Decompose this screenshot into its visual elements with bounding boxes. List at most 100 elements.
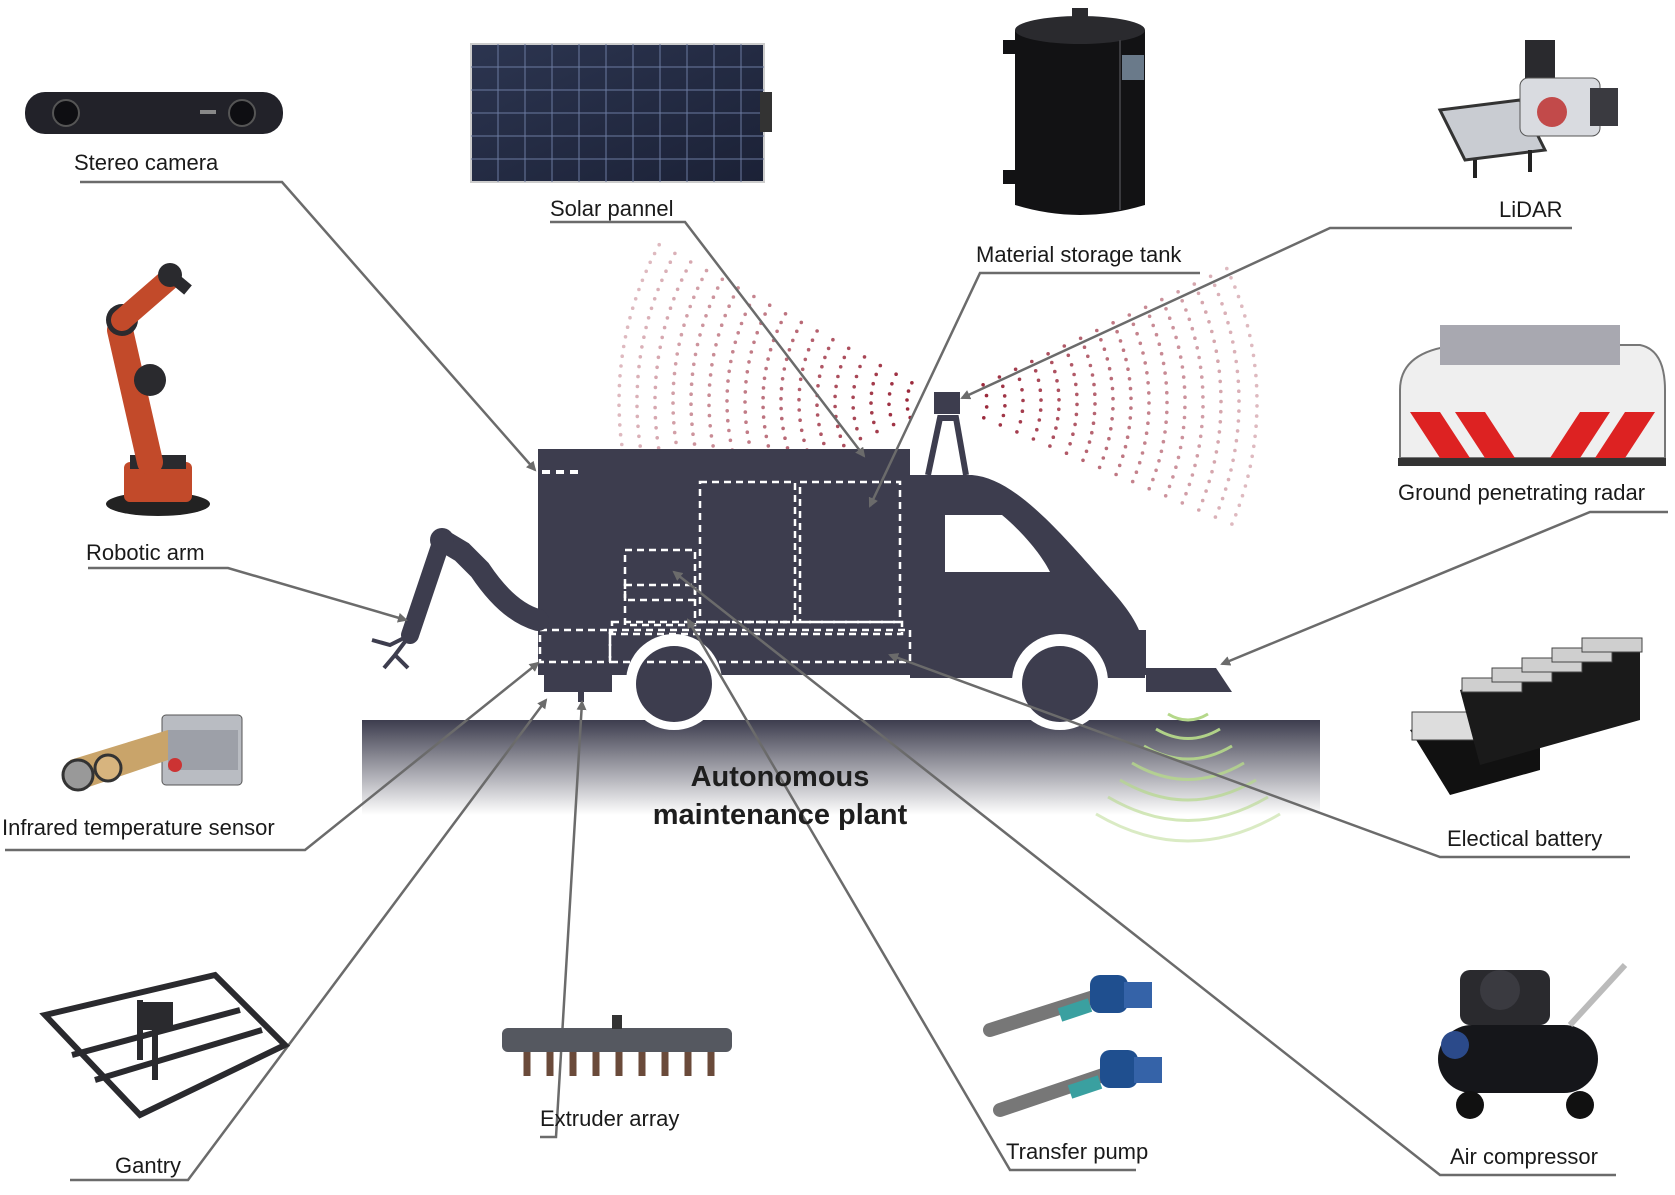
lidar-dot: [1201, 405, 1205, 409]
label-infrared-temperature-sensor: Infrared temperature sensor: [2, 815, 275, 840]
lidar-dot: [1131, 322, 1136, 327]
lidar-dot: [747, 440, 751, 444]
lidar-dot: [891, 422, 896, 427]
lidar-dot: [762, 376, 767, 381]
lidar-dot: [655, 365, 659, 370]
lidar-dot: [797, 387, 802, 392]
ground-band: [362, 720, 1320, 815]
lidar-dot: [1243, 484, 1248, 488]
lidar-dot: [1066, 353, 1071, 358]
robotic-arm-icon: [106, 263, 210, 516]
lidar-dot: [1207, 479, 1211, 484]
lidar-dot: [1064, 451, 1069, 456]
lidar-dot: [648, 260, 652, 265]
lidar-dot: [731, 295, 736, 299]
lidar-dot: [1055, 416, 1060, 421]
lidar-dot: [787, 348, 792, 352]
lidar-dot: [1245, 323, 1250, 328]
lidar-dot: [1039, 398, 1043, 402]
lidar-dot: [716, 333, 721, 337]
radar-waves: [1095, 712, 1281, 843]
lidar-dot: [1254, 414, 1259, 418]
lidar-dot: [1254, 424, 1258, 429]
lidar-dot: [1123, 444, 1128, 449]
gpr-icon: [1398, 325, 1666, 466]
lidar-dot: [823, 355, 827, 360]
lidar-dot: [1097, 465, 1102, 470]
lidar-dot: [752, 294, 756, 299]
lidar-dot: [817, 374, 822, 379]
lidar-dot: [1090, 373, 1095, 377]
lidar-dot: [1075, 392, 1079, 397]
lidar-dot: [835, 424, 840, 429]
lidar-dot: [1182, 415, 1187, 420]
lidar-dot: [672, 421, 676, 425]
lidar-dot: [1219, 409, 1223, 414]
lidar-dot: [1230, 522, 1234, 526]
lidar-dot: [692, 362, 696, 367]
lidar-dot: [1178, 355, 1183, 359]
lidar-dot: [1164, 307, 1168, 311]
lidar-dot: [1198, 365, 1203, 370]
lidar-dot: [815, 413, 820, 417]
lidar-dot: [695, 342, 700, 347]
storage-tank-icon: [1003, 8, 1145, 215]
lidar-dot: [1198, 434, 1203, 439]
lidar-dot: [1253, 363, 1257, 368]
lidar-dot: [1105, 357, 1110, 361]
stereo-camera-icon: [25, 92, 283, 134]
lidar-dot: [1165, 400, 1169, 405]
lidar-dot: [1111, 407, 1115, 411]
lidar-dot: [1212, 283, 1217, 288]
lidar-dot: [652, 297, 657, 301]
lidar-dot: [1253, 434, 1257, 439]
lidar-dot: [1013, 367, 1018, 372]
lidar-dot: [806, 347, 811, 352]
lidar-dot: [660, 278, 664, 283]
lidar-dot: [710, 363, 714, 367]
lidar-dot: [1057, 398, 1061, 402]
lidar-dot: [653, 395, 657, 400]
lidar-dot: [704, 268, 709, 273]
lidar-dot: [822, 441, 826, 446]
lidar-dot: [869, 391, 874, 396]
lidar-dot: [637, 434, 641, 439]
lidar-dot: [1212, 460, 1217, 464]
lidar-dot: [638, 355, 643, 359]
lidar-dot: [982, 416, 986, 420]
lidar-dot: [1217, 506, 1221, 510]
lidar-dot: [1164, 381, 1168, 385]
lidar-dot: [1054, 426, 1058, 430]
lidar-dot: [747, 360, 751, 364]
lidar-dot: [668, 260, 673, 265]
lidar-dot: [618, 423, 622, 427]
lidar-dot: [1021, 398, 1025, 403]
lidar-dot: [635, 384, 640, 389]
lidar-dot: [1231, 340, 1235, 344]
lidar-dot: [1200, 375, 1204, 379]
lidar-dot: [1154, 332, 1159, 337]
lidar-dot: [799, 428, 804, 433]
lidar-dot: [761, 395, 765, 400]
lidar-dot: [1220, 496, 1225, 501]
lidar-dot: [869, 401, 873, 405]
lidar-dot: [799, 320, 804, 325]
lidar-dot: [707, 393, 711, 398]
lidar-dot: [1127, 313, 1132, 317]
lidar-dot: [1151, 477, 1155, 482]
lidar-dot: [692, 442, 697, 446]
lidar-dot: [623, 335, 628, 339]
label-extruder-array: Extruder array: [540, 1106, 680, 1131]
lidar-dot: [1180, 365, 1185, 369]
lidar-dot: [1111, 321, 1115, 325]
lidar-dot: [780, 377, 785, 381]
lidar-dot: [743, 400, 747, 404]
lidar-dot: [1107, 436, 1111, 441]
lidar-dot: [1147, 314, 1152, 319]
lidar-dot: [1050, 360, 1054, 365]
lidar-dot: [714, 343, 718, 347]
label-air-compressor: Air compressor: [1450, 1144, 1598, 1169]
lidar-dot: [1190, 326, 1195, 331]
lidar-dot: [1196, 291, 1201, 296]
lidar-dot: [785, 446, 790, 450]
